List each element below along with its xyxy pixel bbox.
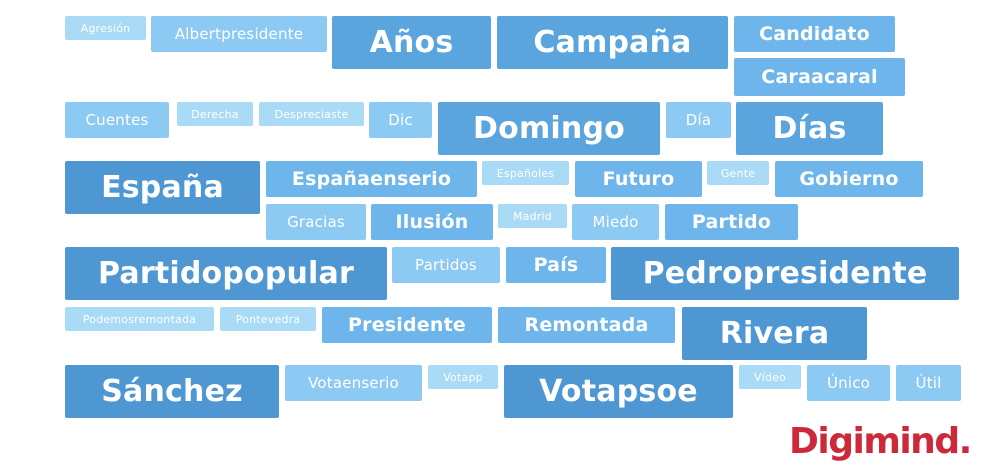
word-tag-util: Útil (896, 365, 961, 401)
word-tag-label: Podemosremontada (82, 312, 197, 326)
word-tag-label: Pontevedra (235, 312, 301, 326)
word-tag-dic: Dic (369, 102, 432, 138)
word-tag-label: Gente (720, 166, 756, 180)
word-tag-video: Vídeo (739, 365, 801, 389)
word-tag-label: Campaña (533, 25, 692, 60)
word-tag-candidato: Candidato (734, 16, 895, 52)
word-tag-label: Partidopopular (98, 256, 354, 291)
word-tag-label: Votapp (443, 370, 483, 384)
word-tag-label: Rivera (719, 316, 830, 351)
word-tag-label: España (101, 170, 224, 205)
word-tag-label: Votaenserio (308, 374, 399, 392)
word-tag-cuentes: Cuentes (65, 102, 169, 138)
word-tag-votapp: Votapp (428, 365, 498, 389)
word-tag-gracias: Gracias (266, 204, 366, 240)
word-tag-label: Partido (691, 211, 772, 233)
word-tag-label: Vídeo (753, 370, 787, 384)
word-tag-label: Cuentes (85, 111, 149, 129)
word-tag-label: Presidente (348, 314, 466, 336)
word-tag-label: Día (685, 111, 712, 129)
word-tag-dia: Día (666, 102, 731, 138)
word-tag-partido: Partido (665, 204, 798, 240)
digimind-logo: Digimind. (789, 416, 972, 468)
word-tag-label: Despreciaste (274, 107, 349, 121)
word-tag-pontevedra: Pontevedra (220, 307, 316, 331)
word-tag-agresion: Agresión (65, 16, 146, 40)
word-tag-ilusion: Ilusión (371, 204, 493, 240)
word-tag-podemosremontada: Podemosremontada (65, 307, 214, 331)
word-tag-label: Ilusión (395, 211, 469, 233)
word-tag-label: Caraacaral (761, 66, 878, 88)
word-tag-rivera: Rivera (682, 307, 867, 360)
word-tag-caraacaral: Caraacaral (734, 58, 905, 96)
word-tag-pais: País (506, 247, 606, 283)
word-tag-label: Agresión (80, 21, 131, 35)
word-tag-label: Domingo (473, 111, 625, 146)
word-tag-label: Sánchez (101, 374, 243, 409)
word-tag-futuro: Futuro (575, 161, 702, 197)
word-tag-label: Partidos (415, 256, 477, 274)
word-tag-votaenserio: Votaenserio (285, 365, 422, 401)
word-tag-label: Candidato (759, 23, 870, 45)
word-tag-label: Madrid (513, 209, 552, 223)
word-tag-unico: Único (807, 365, 890, 401)
brand-name: Digimind. (789, 421, 972, 462)
word-tag-domingo: Domingo (438, 102, 660, 155)
word-tag-partidopopular: Partidopopular (65, 247, 387, 300)
word-tag-remontada: Remontada (498, 307, 675, 343)
word-tag-label: Gobierno (799, 168, 899, 190)
word-tag-label: Españaenserio (291, 168, 452, 190)
word-tag-partidos: Partidos (392, 247, 500, 283)
word-tag-label: Útil (915, 374, 942, 392)
word-tag-label: Remontada (524, 314, 649, 336)
word-tag-dias: Días (736, 102, 883, 155)
word-tag-label: Gracias (287, 213, 345, 231)
word-tag-espanaenserio: Españaenserio (266, 161, 477, 197)
word-tag-label: Votapsoe (539, 374, 698, 409)
word-tag-espanoles: Españoles (482, 161, 569, 185)
word-tag-derecha: Derecha (177, 102, 253, 126)
word-tag-label: Españoles (496, 166, 555, 180)
word-tag-anos: Años (332, 16, 491, 69)
word-tag-pedropresidente: Pedropresidente (611, 247, 959, 300)
word-tag-sanchez: Sánchez (65, 365, 279, 418)
word-tag-label: Albertpresidente (174, 25, 304, 43)
word-tag-albertpresidente: Albertpresidente (151, 16, 327, 52)
word-tag-label: Único (826, 374, 871, 392)
word-tag-miedo: Miedo (572, 204, 659, 240)
word-tag-label: País (533, 254, 579, 276)
word-tag-label: Dic (388, 111, 413, 129)
word-tag-presidente: Presidente (322, 307, 492, 343)
word-tag-espana: España (65, 161, 260, 214)
word-tag-label: Años (369, 25, 454, 60)
word-tag-label: Días (772, 111, 847, 146)
word-tag-despreciaste: Despreciaste (259, 102, 364, 126)
word-tag-label: Pedropresidente (642, 256, 928, 291)
word-tag-campana: Campaña (497, 16, 728, 69)
word-tag-label: Derecha (191, 107, 239, 121)
word-tag-gobierno: Gobierno (775, 161, 923, 197)
word-tag-label: Miedo (592, 213, 639, 231)
word-tag-votapsoe: Votapsoe (504, 365, 733, 418)
word-tag-label: Futuro (602, 168, 675, 190)
word-tag-gente: Gente (707, 161, 769, 185)
word-tag-madrid: Madrid (498, 204, 567, 228)
